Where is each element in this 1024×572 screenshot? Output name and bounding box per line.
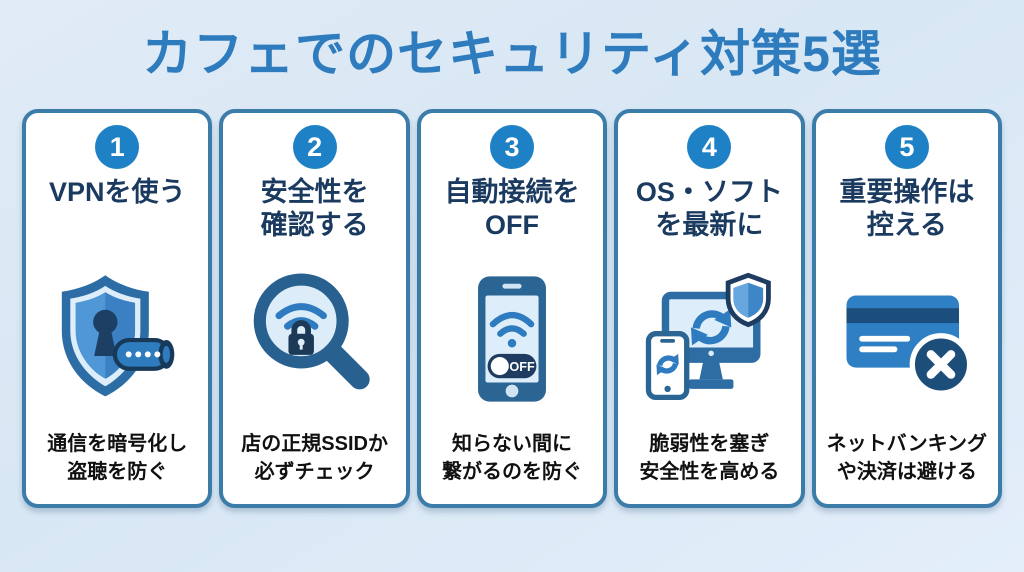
- card-auto-connect-off: 3 自動接続を OFF OFF 知らない間に 繋がるのを防ぐ: [416, 109, 608, 508]
- card-title: 自動接続を OFF: [444, 177, 580, 241]
- card-title: 安全性を 確認する: [260, 177, 369, 241]
- card-description: 知らない間に 繋がるのを防ぐ: [442, 433, 583, 483]
- step-number-badge: 2: [292, 125, 337, 169]
- cards-row: 1 VPNを使う 通信を暗号化し 盗聴を防ぐ 2 安全性を 確認す: [0, 109, 1024, 508]
- card-description: 店の正規SSIDか 必ずチェック: [241, 433, 388, 483]
- step-number-badge: 3: [490, 125, 535, 169]
- card-vpn: 1 VPNを使う 通信を暗号化し 盗聴を防ぐ: [22, 109, 213, 508]
- wifi-search-magnifier-icon: [227, 248, 401, 430]
- devices-update-shield-icon: [622, 248, 796, 430]
- step-number-badge: 4: [687, 125, 732, 169]
- card-title: OS・ソフト を最新に: [635, 177, 783, 241]
- card-description: ネットバンキング や決済は避ける: [826, 433, 988, 483]
- card-description: 脆弱性を塞ぎ 安全性を高める: [639, 433, 780, 483]
- step-number-badge: 5: [884, 125, 929, 169]
- card-os-update: 4 OS・ソフト を最新に: [614, 109, 805, 508]
- credit-card-blocked-icon: [820, 248, 994, 430]
- page-title: カフェでのセキュリティ対策5選: [142, 26, 882, 82]
- card-title: VPNを使う: [48, 177, 186, 207]
- card-check-ssid: 2 安全性を 確認する 店の正規SSIDか 必ずチェック: [219, 109, 410, 508]
- card-title: 重要操作は 控える: [839, 177, 975, 241]
- step-number-badge: 1: [95, 125, 140, 169]
- card-avoid-important-operations: 5 重要操作は 控える ネットバンキング や決済は避ける: [811, 109, 1003, 508]
- phone-wifi-off-toggle-icon: OFF: [425, 248, 599, 430]
- toggle-off-label: OFF: [509, 359, 535, 374]
- vpn-shield-lock-icon: [30, 248, 204, 430]
- card-description: 通信を暗号化し 盗聴を防ぐ: [47, 433, 188, 483]
